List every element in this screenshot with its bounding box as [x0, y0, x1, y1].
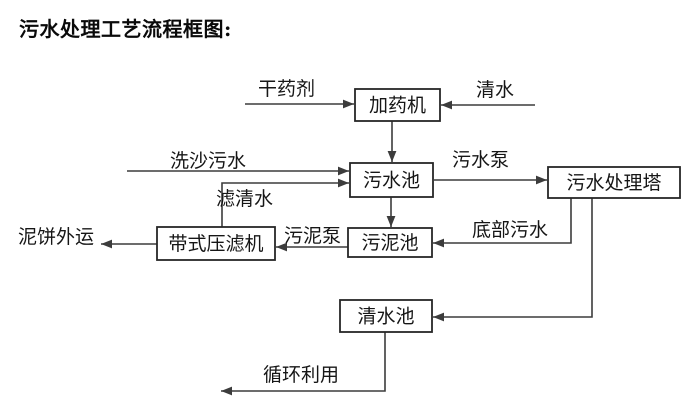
label-recycle: 循环利用 — [263, 364, 339, 386]
node-sludge-pool: 污泥池 — [347, 227, 433, 258]
node-treatment-tower-label: 污水处理塔 — [566, 172, 661, 194]
node-belt-filter-press-box — [156, 226, 276, 261]
edges-layer — [101, 99, 593, 396]
label-sand-washing-sewage: 洗沙污水 — [170, 150, 246, 172]
node-sewage-pool-label: 污水池 — [363, 170, 420, 192]
label-bottom-sewage: 底部污水 — [472, 219, 548, 241]
node-belt-filter-press: 带式压滤机 — [156, 226, 276, 261]
node-dosing-machine-label: 加药机 — [369, 95, 426, 117]
label-mud-cake-out: 泥饼外运 — [18, 226, 94, 248]
node-belt-filter-press-label: 带式压滤机 — [168, 233, 263, 255]
label-sewage-pump: 污水泵 — [452, 149, 509, 171]
node-dosing-machine-box — [354, 88, 441, 122]
node-sludge-pool-box — [347, 227, 433, 258]
node-treatment-tower-box — [547, 166, 681, 199]
label-dry-chemical: 干药剂 — [258, 78, 315, 100]
node-treatment-tower: 污水处理塔 — [547, 166, 681, 199]
label-clean-water: 清水 — [476, 79, 514, 101]
label-sludge-pump: 污泥泵 — [284, 225, 341, 247]
edge-filtered-water-return — [221, 178, 349, 227]
edge-tower-to-clean-pool — [433, 198, 593, 322]
node-dosing-machine: 加药机 — [354, 88, 441, 122]
edge-bottom-sewage-line — [433, 198, 572, 248]
page-title: 污水处理工艺流程框图: — [19, 17, 232, 41]
node-sewage-pool-box — [349, 162, 434, 198]
node-sludge-pool-label: 污泥池 — [361, 232, 418, 254]
label-filtered-water: 滤清水 — [216, 188, 273, 210]
edge-recycle-line — [221, 332, 386, 396]
node-clean-water-pool: 清水池 — [339, 299, 433, 333]
node-clean-water-pool-label: 清水池 — [357, 306, 414, 328]
node-sewage-pool: 污水池 — [349, 162, 434, 198]
node-clean-water-pool-box — [339, 299, 433, 333]
